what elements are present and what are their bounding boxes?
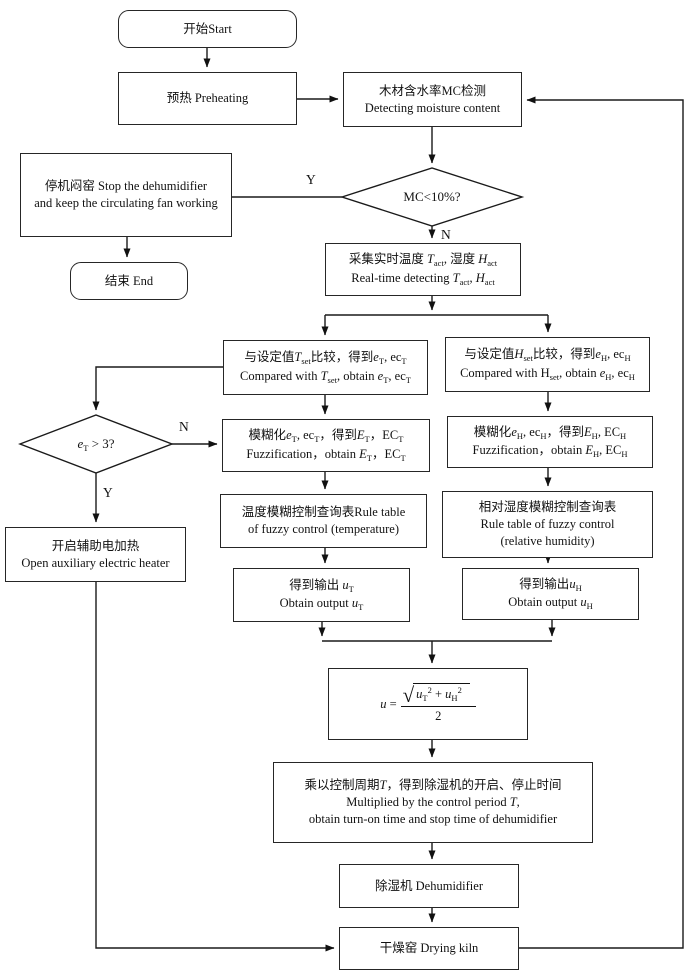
node-end: 结束 End (70, 262, 188, 300)
radical-sign: √ (402, 682, 415, 707)
decision-mc-below-10: MC<10%? (403, 189, 461, 204)
branch-label-mc-yes: Y (306, 172, 316, 187)
node-start: 开始Start (118, 10, 297, 48)
node-drying-kiln: 干燥窑 Drying kiln (339, 927, 519, 970)
node-formula: u = √ uT2 + uH2 2 (328, 668, 528, 740)
formula-lhs: u = (380, 696, 397, 711)
branch-label-mc-no: N (441, 227, 451, 242)
formula-fraction: √ uT2 + uH2 2 (400, 682, 476, 724)
formula-radicand: uT2 + uH2 (413, 683, 470, 704)
decision-et-above-3: eT > 3? (77, 435, 115, 453)
node-preheat: 预热 Preheating (118, 72, 297, 125)
formula-denominator: 2 (435, 708, 442, 723)
branch-label-et-yes: Y (103, 485, 113, 500)
branch-label-et-no: N (179, 419, 189, 434)
node-dehumidifier: 除湿机 Dehumidifier (339, 864, 519, 908)
